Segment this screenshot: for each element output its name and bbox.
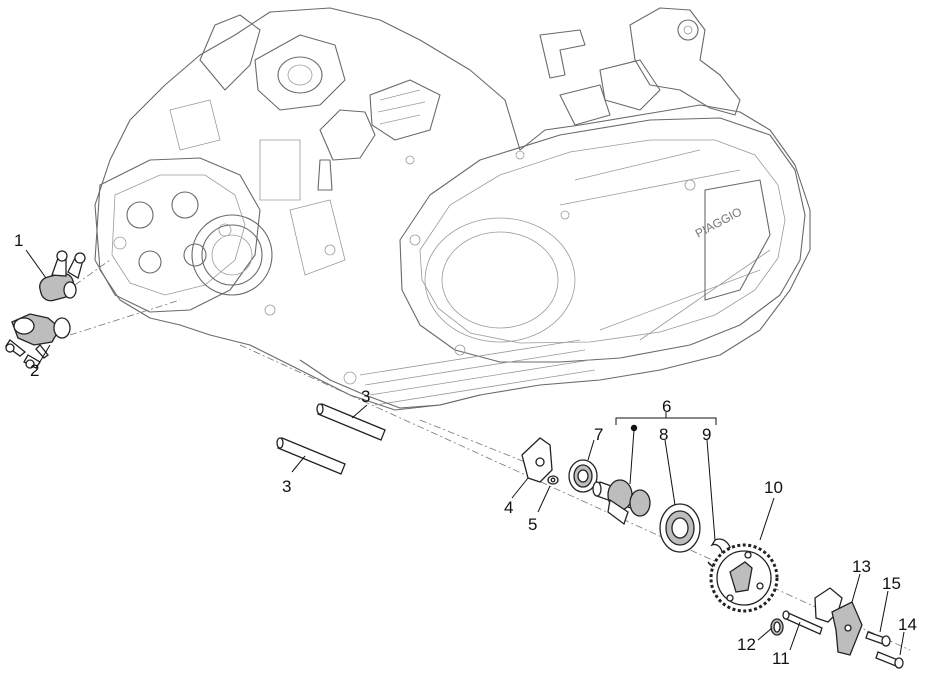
callout-leader-lines	[25, 249, 905, 656]
callout-2: 2	[30, 361, 40, 380]
part-3-rocker-shafts	[276, 403, 386, 475]
brand-text: PIAGGIO	[693, 204, 744, 240]
callout-14: 14	[898, 615, 917, 634]
callout-3-lower: 3	[282, 477, 292, 496]
part-4-cam-retaining-plate	[521, 437, 553, 483]
callout-11: 11	[772, 649, 790, 668]
part-2-rocker-arm	[5, 313, 71, 369]
callout-1: 1	[14, 231, 24, 250]
part-14-bolt	[875, 651, 904, 669]
part-11-decompressor-shaft	[782, 610, 823, 635]
part-15-bolt	[865, 631, 891, 647]
callout-10: 10	[764, 478, 783, 497]
part-10-cam-sprocket	[709, 543, 779, 613]
callout-3-upper: 3	[361, 387, 371, 406]
part-1-rocker-arm	[39, 250, 86, 302]
part-8-bearing	[659, 503, 701, 553]
callout-7: 7	[594, 425, 604, 444]
callout-5: 5	[528, 515, 538, 534]
assembly-axis-lines	[69, 259, 911, 651]
part-7-bearing	[568, 459, 598, 493]
part-12-spring	[770, 618, 784, 636]
part-13-decompressor-weight	[814, 587, 863, 656]
callout-13: 13	[852, 557, 871, 576]
callout-6: 6	[662, 397, 672, 416]
callout-9: 9	[702, 425, 712, 444]
callout-12: 12	[737, 635, 756, 654]
callout-4: 4	[504, 498, 514, 517]
callout-8: 8	[659, 425, 669, 444]
part-5-screw	[547, 475, 559, 485]
engine-assembly-drawing: PIAGGIO	[94, 7, 811, 411]
callout-15: 15	[882, 574, 901, 593]
camshaft	[592, 479, 651, 526]
